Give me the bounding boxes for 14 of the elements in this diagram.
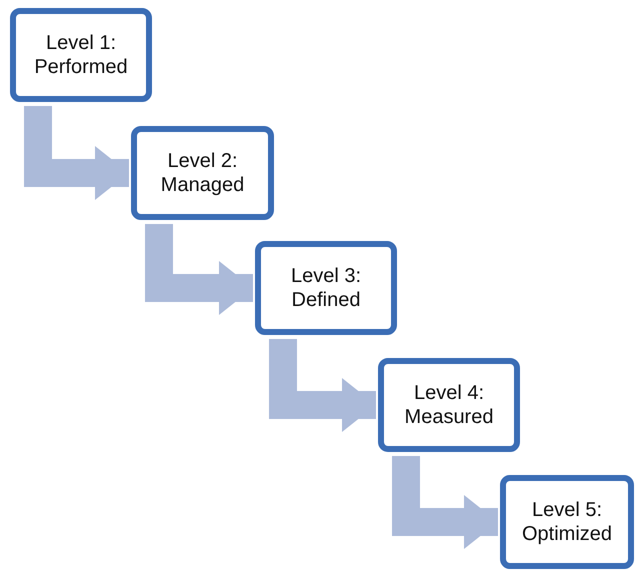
bent-arrow: [269, 339, 376, 432]
bent-arrow: [24, 106, 129, 200]
level-label: Level 5: Optimized: [520, 498, 614, 546]
level-label: Level 3: Defined: [290, 264, 362, 312]
level-box: [378, 358, 520, 452]
bent-arrow: [392, 456, 498, 549]
level-box: [255, 241, 397, 335]
level-label: Level 1: Performed: [33, 31, 129, 79]
level-box: [10, 8, 152, 102]
level-box: [131, 126, 274, 220]
level-label: Level 4: Measured: [404, 381, 494, 429]
bent-arrow: [145, 224, 253, 315]
level-box: [500, 475, 634, 569]
level-label: Level 2: Managed: [160, 149, 246, 197]
